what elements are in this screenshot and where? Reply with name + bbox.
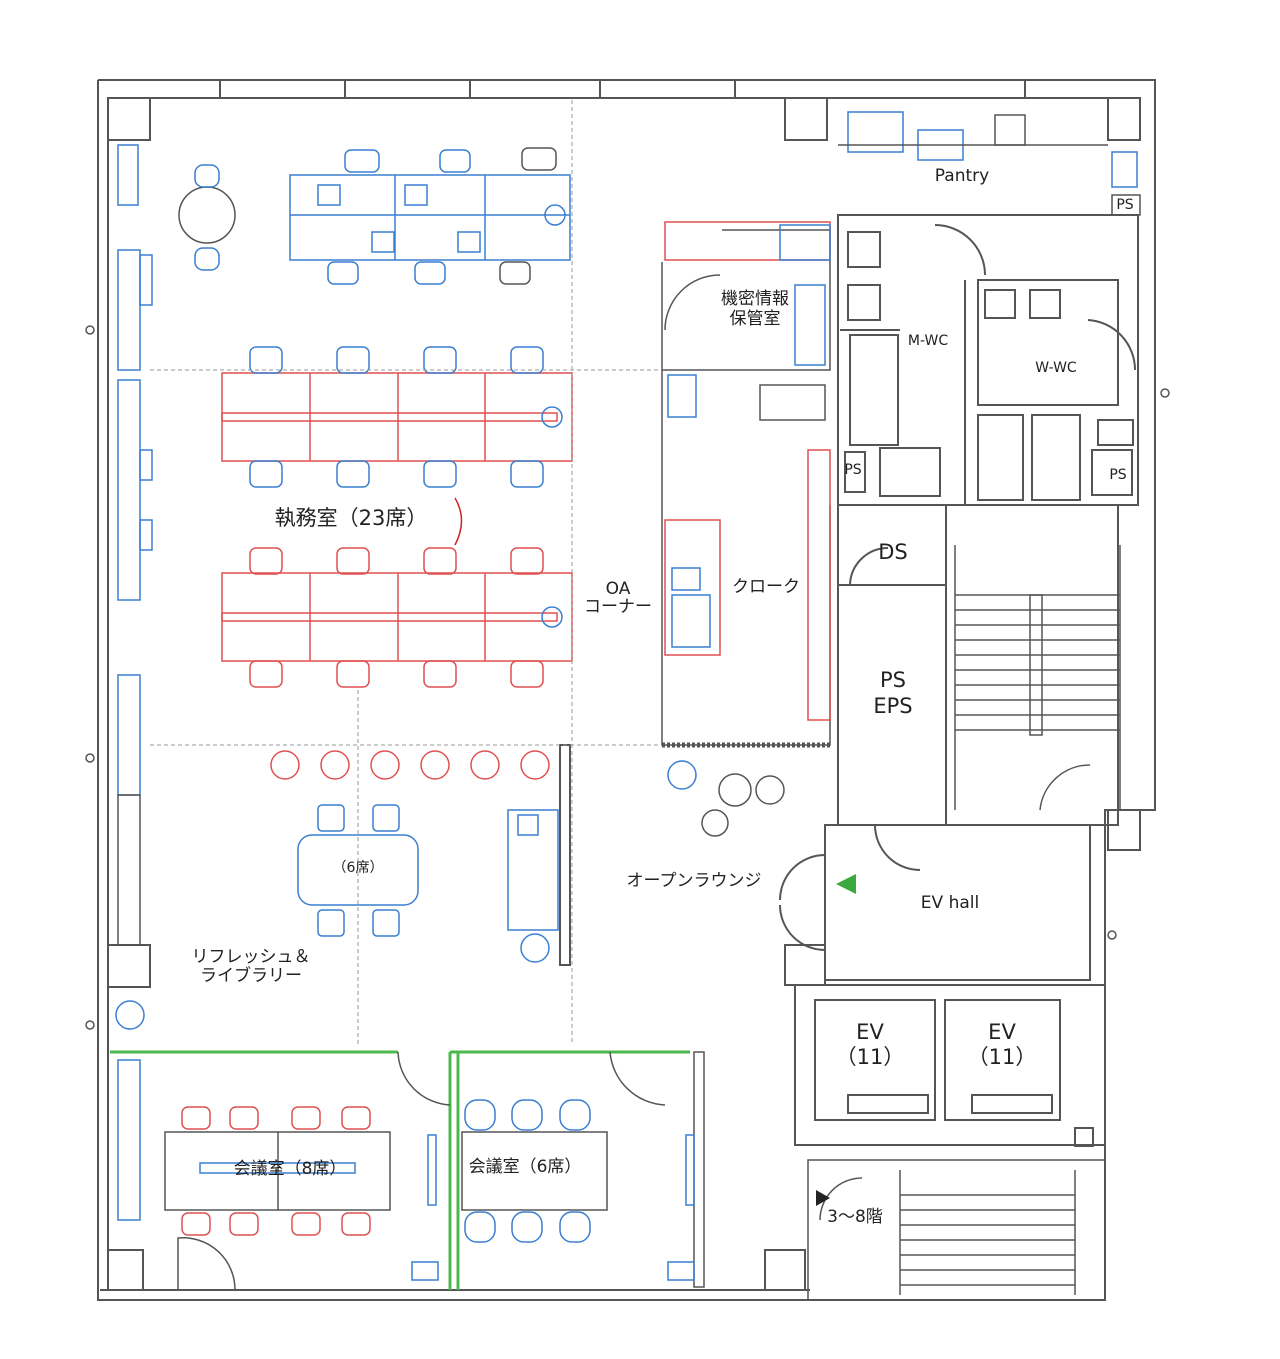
entry-arrow-icon xyxy=(836,874,856,894)
left-wall-cabinets xyxy=(117,144,153,1221)
stair-upper xyxy=(954,545,1121,811)
meeting-room-walls xyxy=(110,1050,690,1290)
glass-partition xyxy=(559,744,571,966)
six-seat-table-label: （6席） xyxy=(332,860,384,876)
plant-row xyxy=(270,750,550,780)
confidential-room xyxy=(661,221,831,371)
executive-desk-row-2 xyxy=(221,547,573,688)
refresh-library-label-2: ライブラリー xyxy=(200,966,302,986)
ps-label-right: PS xyxy=(1109,467,1127,483)
lounge-seats xyxy=(701,773,785,837)
cloak-label: クローク xyxy=(732,577,800,597)
w-wc-label: W-WC xyxy=(1035,360,1077,376)
cloak-area xyxy=(661,370,831,748)
elevator-2-label-1: EV xyxy=(988,1020,1016,1044)
confidential-room-label-2: 保管室 xyxy=(729,309,781,329)
stair-lower xyxy=(807,1159,1106,1301)
wall-mullions xyxy=(219,80,1026,98)
meeting-room-b-label: 会議室（6席） xyxy=(468,1157,582,1177)
plants-blue xyxy=(115,760,697,1030)
stairs-floor-label: 3～8階 xyxy=(827,1207,883,1227)
elevator-2-label-2: （11） xyxy=(967,1045,1037,1069)
structural-columns xyxy=(107,97,1141,1291)
ps-eps-label-1: PS xyxy=(880,668,906,692)
m-wc-label: M-WC xyxy=(907,333,949,349)
elevator-1-label-1: EV xyxy=(856,1020,884,1044)
ev-hall xyxy=(779,824,1091,981)
pantry-area xyxy=(838,111,1141,216)
meeting-room-a-label: 会議室（8席） xyxy=(233,1159,347,1179)
lounge-sofa xyxy=(507,809,559,931)
meeting-room-b-furniture xyxy=(411,1099,695,1281)
stair-direction-arrow xyxy=(816,1190,830,1206)
round-meeting-table xyxy=(178,164,236,271)
exterior-markers xyxy=(85,325,1170,1030)
meeting-room-a-furniture xyxy=(164,1106,437,1236)
oa-corner xyxy=(664,374,826,656)
outer-walls xyxy=(97,79,1156,1301)
ps-eps-label-2: EPS xyxy=(873,694,913,718)
ds-label: DS xyxy=(878,540,908,564)
executive-room-label: 執務室（23席） xyxy=(274,506,428,530)
library-shelf xyxy=(117,794,141,946)
ev-hall-label: EV hall xyxy=(920,893,980,913)
open-lounge-label: オープンラウンジ xyxy=(626,871,762,891)
oa-corner-label-1: OA xyxy=(605,579,631,599)
grid-lines xyxy=(150,100,660,1045)
ps-label-top: PS xyxy=(1116,197,1134,213)
core-walls xyxy=(837,214,1139,506)
elevator-1-label-2: （11） xyxy=(835,1045,905,1069)
top-desk-cluster xyxy=(289,147,571,285)
executive-desk-row-1 xyxy=(221,346,573,488)
curve-arrow xyxy=(454,497,463,546)
elevators xyxy=(794,984,1106,1147)
six-seat-table xyxy=(297,804,419,937)
pantry-label: Pantry xyxy=(934,166,990,186)
oa-corner-label-2: コーナー xyxy=(584,597,652,617)
refresh-library-label-1: リフレッシュ＆ xyxy=(191,947,311,967)
ps-label-left: PS xyxy=(844,462,862,478)
confidential-room-label-1: 機密情報 xyxy=(721,289,789,309)
